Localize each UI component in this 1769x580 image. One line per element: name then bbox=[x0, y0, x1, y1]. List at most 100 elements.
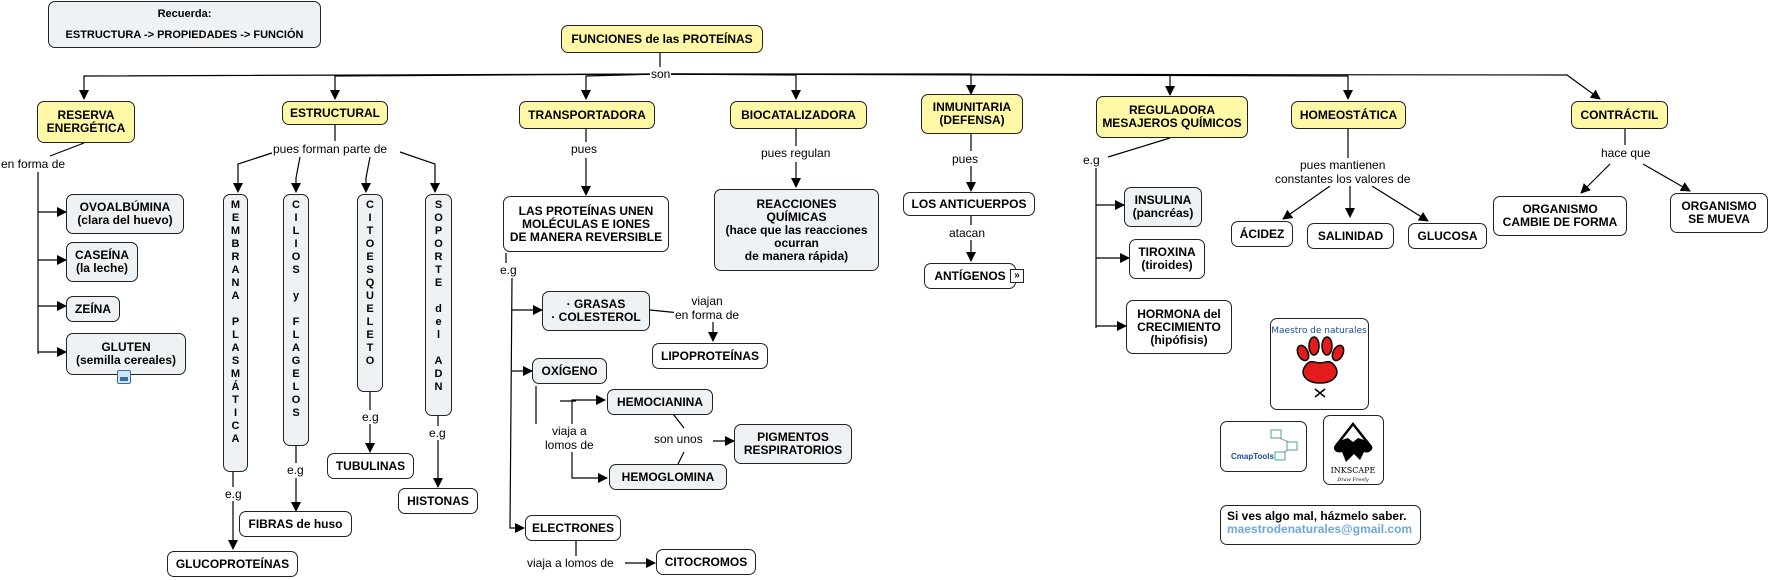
category-estructural[interactable]: ESTRUCTURAL bbox=[282, 101, 388, 125]
vertical-letter bbox=[426, 342, 451, 355]
reguladora-hormona[interactable]: HORMONA del CRECIMIENTO (hipófisis) bbox=[1126, 300, 1232, 354]
transportadora-oxigeno[interactable]: OXÍGENO bbox=[532, 358, 607, 384]
vertical-letter: N bbox=[434, 381, 443, 393]
category-biocatalizadora[interactable]: BIOCATALIZADORA bbox=[730, 101, 867, 129]
cmaptools-logo: CmapTools bbox=[1220, 421, 1307, 472]
contractil-link-label: hace que bbox=[1600, 146, 1652, 160]
grasas-link-label: viajan en forma de bbox=[674, 294, 741, 322]
vertical-letter: L bbox=[232, 329, 239, 341]
vertical-letter: d bbox=[435, 303, 442, 315]
estructural-eg-label-3: e.g bbox=[428, 426, 447, 440]
reguladora-insulina[interactable]: INSULINA (pancréas) bbox=[1124, 187, 1202, 227]
vertical-letter: E bbox=[366, 303, 374, 315]
vertical-letter: A bbox=[292, 342, 300, 354]
recuerda-text: ESTRUCTURA -> PROPIEDADES -> FUNCIÓN bbox=[65, 29, 304, 41]
hemoglomina-node[interactable]: HEMOGLOMINA bbox=[609, 464, 727, 490]
reguladora-tiroxina[interactable]: TIROXINA (tiroides) bbox=[1129, 239, 1205, 279]
recuerda-title: Recuerda: bbox=[157, 8, 212, 20]
example-tubulinas[interactable]: TUBULINAS bbox=[327, 453, 414, 479]
contact-box: Si ves algo mal, házmelo saber. maestrod… bbox=[1220, 505, 1421, 545]
vertical-letter: C bbox=[292, 199, 300, 211]
homeostatica-salinidad[interactable]: SALINIDAD bbox=[1307, 223, 1394, 249]
transportadora-eg-label: e.g bbox=[499, 263, 518, 277]
lipoproteinas-node[interactable]: LIPOPROTEÍNAS bbox=[652, 343, 768, 369]
reserva-link-label: en forma de bbox=[0, 157, 67, 171]
vertical-letter: I bbox=[294, 238, 298, 250]
image-attachment-icon[interactable] bbox=[117, 370, 131, 384]
pigmentos-node[interactable]: PIGMENTOS RESPIRATORIOS bbox=[734, 424, 852, 464]
vertical-letter: R bbox=[231, 251, 240, 263]
vertical-letter: O bbox=[434, 212, 443, 224]
biocatalizadora-link-label: pues regulan bbox=[760, 146, 832, 160]
contact-email-link[interactable]: maestrodenaturales@gmail.com bbox=[1227, 522, 1413, 536]
root-node[interactable]: FUNCIONES de las PROTEÍNAS bbox=[561, 25, 763, 53]
vertical-letter: P bbox=[231, 316, 240, 328]
reserva-item-gluten[interactable]: GLUTEN (semilla cereales) bbox=[66, 333, 186, 375]
vertical-letter: M bbox=[230, 225, 241, 237]
vertical-letter bbox=[426, 290, 451, 303]
reserva-item-ovoalbumina[interactable]: OVOALBÚMINA (clara del huevo) bbox=[66, 194, 184, 234]
hemocianina-node[interactable]: HEMOCIANINA bbox=[607, 389, 713, 415]
category-contractil[interactable]: CONTRÁCTIL bbox=[1571, 101, 1668, 129]
vertical-letter: E bbox=[292, 368, 300, 380]
transportadora-link-label: pues bbox=[570, 142, 599, 156]
vertical-letter: T bbox=[366, 225, 374, 237]
vertical-letter: I bbox=[233, 407, 238, 419]
expand-arrows-icon[interactable]: » bbox=[1010, 269, 1024, 283]
homeostatica-acidez[interactable]: ÁCIDEZ bbox=[1231, 221, 1293, 247]
vertical-letter: L bbox=[292, 225, 300, 237]
category-inmunitaria[interactable]: INMUNITARIA (DEFENSA) bbox=[921, 94, 1023, 134]
vertical-letter: M bbox=[230, 368, 241, 380]
vertical-letter: E bbox=[231, 212, 240, 224]
category-reserva[interactable]: RESERVA ENERGÉTICA bbox=[37, 101, 135, 143]
pigmentos-link-label: son unos bbox=[653, 432, 704, 446]
vertical-letter: I bbox=[368, 212, 372, 224]
antigenos-node[interactable]: ANTÍGENOS bbox=[924, 263, 1016, 289]
vertical-letter: E bbox=[434, 277, 443, 289]
citocromos-node[interactable]: CITOCROMOS bbox=[656, 549, 756, 575]
reserva-item-caseina[interactable]: CASEÍNA (la leche) bbox=[66, 242, 138, 282]
inkscape-logo: INKSCAPE Draw Freely bbox=[1323, 415, 1384, 485]
vertical-letter: Á bbox=[231, 381, 240, 393]
biocatalizadora-reacciones[interactable]: REACCIONES QUÍMICAS (hace que las reacci… bbox=[714, 189, 879, 271]
vertical-letter: S bbox=[366, 264, 374, 276]
homeostatica-link-label: pues mantienen constantes los valores de bbox=[1274, 158, 1412, 186]
vertical-letter: G bbox=[291, 355, 301, 367]
vertical-letter: U bbox=[366, 290, 374, 302]
vertical-letter: I bbox=[294, 212, 298, 224]
example-fibras-huso[interactable]: FIBRAS de huso bbox=[239, 511, 352, 537]
root-link-label: son bbox=[650, 67, 672, 81]
vertical-letter: N bbox=[231, 277, 240, 289]
svg-text:Maestro de naturales: Maestro de naturales bbox=[1271, 326, 1367, 336]
transportadora-grasas[interactable]: · GRASAS · COLESTEROL bbox=[542, 291, 650, 331]
transportadora-main[interactable]: LAS PROTEÍNAS UNEN MOLÉCULAS E IONES DE … bbox=[503, 196, 669, 252]
category-reguladora[interactable]: REGULADORA MESAJEROS QUÍMICOS bbox=[1096, 96, 1248, 138]
category-homeostatica[interactable]: HOMEOSTÁTICA bbox=[1291, 101, 1406, 129]
anticuerpos-node[interactable]: LOS ANTICUERPOS bbox=[903, 192, 1035, 216]
vertical-letter: C bbox=[366, 199, 374, 211]
recuerda-note: Recuerda: ESTRUCTURA -> PROPIEDADES -> F… bbox=[48, 1, 321, 48]
contractil-se-mueva[interactable]: ORGANISMO SE MUEVA bbox=[1670, 193, 1768, 233]
category-transportadora[interactable]: TRANSPORTADORA bbox=[519, 101, 655, 129]
electrones-link-label: viaja a lomos de bbox=[526, 556, 615, 570]
vertical-letter: S bbox=[434, 199, 443, 211]
vertical-letter: C bbox=[231, 420, 240, 432]
vertical-letter: O bbox=[365, 238, 375, 250]
vertical-letter: Q bbox=[365, 277, 375, 289]
vertical-letter: e bbox=[435, 316, 442, 328]
vertical-letter: y bbox=[292, 290, 300, 302]
example-histonas[interactable]: HISTONAS bbox=[398, 488, 478, 514]
homeostatica-glucosa[interactable]: GLUCOSA bbox=[1408, 223, 1487, 249]
contractil-cambie-forma[interactable]: ORGANISMO CAMBIE DE FORMA bbox=[1493, 196, 1627, 236]
vertical-letter: O bbox=[291, 251, 301, 263]
transportadora-electrones[interactable]: ELECTRONES bbox=[525, 515, 621, 541]
svg-text:Draw Freely: Draw Freely bbox=[1336, 477, 1369, 483]
cmaptools-text: CmapTools bbox=[1231, 452, 1274, 461]
reserva-item-zeina[interactable]: ZEÍNA bbox=[66, 296, 120, 322]
example-glucoproteinas[interactable]: GLUCOPROTEÍNAS bbox=[167, 551, 298, 577]
vertical-letter: F bbox=[292, 316, 300, 328]
